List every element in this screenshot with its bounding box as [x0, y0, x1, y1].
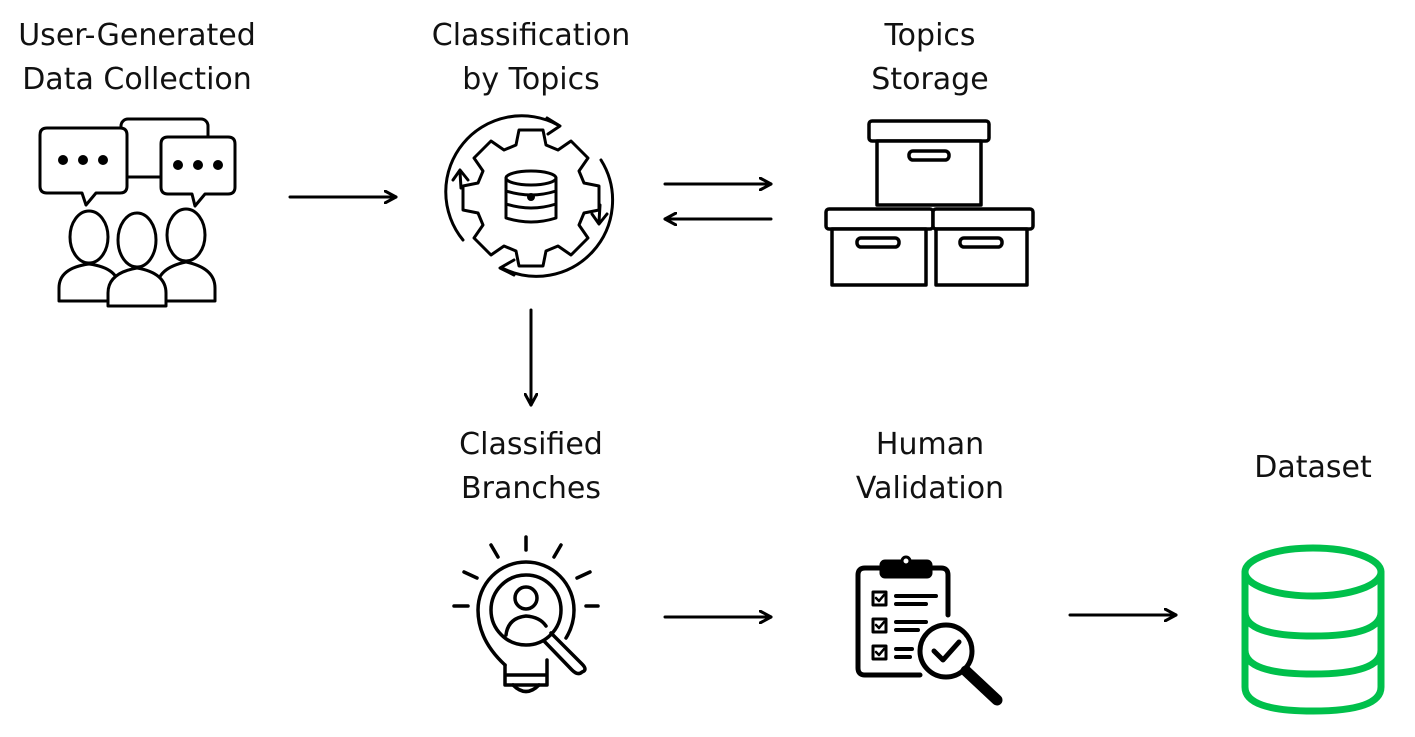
clipboard-check-magnifier-icon: [855, 555, 1003, 706]
storage-boxes-icon: [824, 119, 1035, 287]
database-icon: [1241, 544, 1385, 715]
label-line: Topics: [884, 18, 976, 53]
label-topics-storage: Topics Storage: [871, 14, 988, 102]
label-dataset: Dataset: [1254, 446, 1371, 490]
gear-database-cycle-icon: [444, 114, 615, 278]
label-line: by Topics: [462, 62, 600, 97]
lightbulb-search-icon: [452, 535, 600, 694]
label-line: Data Collection: [22, 62, 252, 97]
users-chat-icon: [38, 117, 237, 308]
label-line: User-Generated: [18, 18, 256, 53]
label-classification-by-topics: Classification by Topics: [432, 14, 631, 102]
label-user-generated-data-collection: User-Generated Data Collection: [18, 14, 256, 102]
label-human-validation: Human Validation: [856, 423, 1004, 511]
label-classified-branches: Classified Branches: [459, 423, 603, 511]
label-line: Storage: [871, 62, 989, 97]
label-line: Validation: [855, 471, 1005, 506]
label-line: Dataset: [1254, 450, 1372, 485]
label-line: Classification: [431, 18, 631, 53]
label-line: Human: [875, 427, 985, 462]
label-line: Classified: [459, 427, 603, 462]
label-line: Branches: [461, 471, 601, 506]
